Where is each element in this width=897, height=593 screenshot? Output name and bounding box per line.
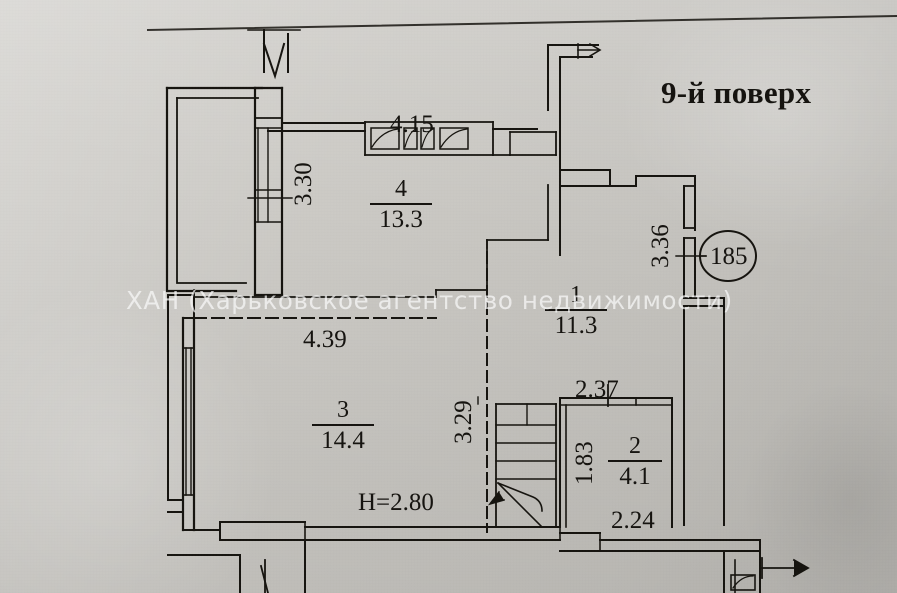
- room-2-divider: [608, 460, 662, 463]
- mark-arrow-head-top: [588, 42, 602, 58]
- room-3-area: 14.4: [321, 427, 365, 455]
- room-label-2: 2 4.1: [585, 433, 685, 491]
- glazing-pane-3: [420, 127, 435, 150]
- room-2-number: 2: [629, 433, 641, 459]
- wall-balcony-left-outer: [165, 86, 238, 293]
- dimension-3-29: 3.29: [450, 400, 477, 444]
- dimension-3-36: 3.36: [647, 224, 674, 268]
- room-1-area: 11.3: [554, 312, 598, 340]
- glazing-pane-2-arc: [404, 128, 417, 148]
- room-label-3: 3 14.4: [293, 397, 393, 455]
- room-label-4: 4 13.3: [351, 176, 451, 234]
- room-2-area: 4.1: [619, 463, 651, 491]
- room-4-area: 13.3: [379, 206, 423, 234]
- window-bottom-right-arc: [732, 575, 754, 589]
- glazing-pane-4-arc: [440, 128, 468, 148]
- page-title: 9-й поверх: [661, 75, 812, 110]
- paper-shadow-corner: [740, 380, 897, 593]
- page-edge-line: [146, 14, 897, 32]
- dimension-2-24: 2.24: [611, 507, 655, 534]
- room-4-number: 4: [395, 176, 407, 202]
- window-bottom-right: [730, 574, 756, 591]
- wall-balcony-left-inner: [176, 97, 247, 284]
- dimension-4-15: 4.15: [390, 111, 434, 138]
- stair-direction-arc: [496, 481, 543, 512]
- exterior-arrow-head: [792, 558, 810, 578]
- paper-highlight-right: [617, 0, 897, 250]
- glazing-pane-4: [439, 127, 469, 150]
- room-3-number: 3: [337, 397, 349, 423]
- door-bottom-swing: [259, 564, 269, 593]
- stair-direction-line: [496, 481, 544, 529]
- dimension-3-30: 3.30: [290, 162, 317, 206]
- dimension-4-39: 4.39: [303, 326, 347, 353]
- room-1-divider: [545, 309, 607, 312]
- apartment-number-badge: 185: [710, 243, 748, 270]
- glazing-pane-2: [403, 127, 418, 150]
- door-top-swing: [262, 42, 286, 80]
- glazing-pane-3-arc: [421, 128, 434, 148]
- dimension-2-37: 2.37: [575, 376, 619, 403]
- glazing-pane-1: [370, 127, 400, 150]
- stair-direction-arrowhead: [487, 490, 505, 506]
- room-4-divider: [370, 203, 432, 206]
- apartment-badge-circle: [699, 230, 757, 282]
- room-3-divider: [312, 424, 374, 427]
- room-label-1: 1 11.3: [526, 282, 626, 340]
- room-1-number: 1: [570, 282, 582, 308]
- ceiling-height-note: H=2.80: [358, 489, 434, 516]
- glazing-pane-1-arc: [371, 128, 399, 148]
